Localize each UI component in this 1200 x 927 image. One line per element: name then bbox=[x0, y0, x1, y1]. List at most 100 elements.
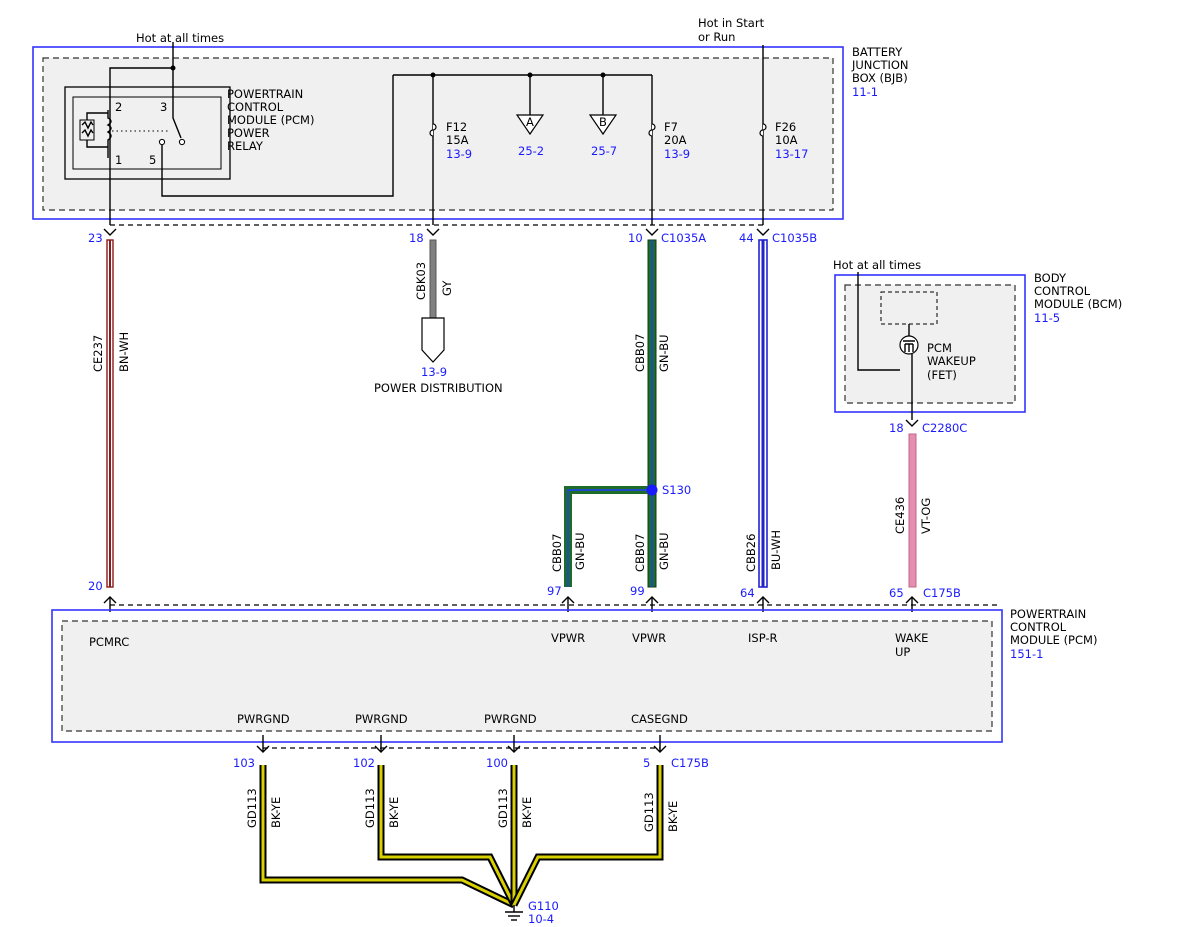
gd113-color-1: BK-YE bbox=[269, 797, 283, 828]
ground-icon bbox=[505, 905, 523, 921]
relay-pin-1: 1 bbox=[115, 153, 122, 167]
hot-in-start-line2: or Run bbox=[698, 30, 735, 44]
gd113-conn: C175B bbox=[671, 756, 709, 770]
pcm-ref[interactable]: 151-1 bbox=[1010, 647, 1043, 661]
bjb-title-line3: BOX (BJB) bbox=[852, 71, 908, 85]
bcm-hot-at-all-times: Hot at all times bbox=[833, 258, 921, 272]
cbb07-a-circuit: CBB07 bbox=[550, 534, 564, 572]
ce237-pin-bottom: 20 bbox=[88, 579, 103, 593]
fuse-f12-ref[interactable]: 13-9 bbox=[446, 147, 472, 161]
bjb-pin-arrows bbox=[103, 228, 770, 236]
fuse-f12: F12 15A 13-9 bbox=[429, 120, 472, 161]
cbk03-pin-top: 18 bbox=[409, 231, 424, 245]
pcm-pin-up: UP bbox=[895, 645, 910, 659]
wire-gd113[interactable] bbox=[259, 765, 664, 909]
wire-cbb26[interactable] bbox=[758, 239, 768, 588]
battery-junction-box: BATTERY JUNCTION BOX (BJB) 11-1 bbox=[32, 45, 909, 220]
gd113-pin-102: 102 bbox=[353, 756, 375, 770]
relay-label-line5: RELAY bbox=[227, 139, 264, 153]
fuse-f26-ref[interactable]: 13-17 bbox=[775, 147, 808, 161]
wire-ce436[interactable] bbox=[908, 433, 917, 588]
pcm-pin-wake: WAKE bbox=[895, 631, 928, 645]
bcm-ref[interactable]: 11-5 bbox=[1034, 311, 1060, 325]
relay-label-line4: POWER bbox=[227, 126, 270, 140]
fuse-f7-rating: 20A bbox=[664, 133, 687, 147]
power-distribution-label: POWER DISTRIBUTION bbox=[374, 381, 503, 395]
cbb26-color: BU-WH bbox=[769, 530, 783, 570]
ground-label: G110 bbox=[528, 899, 559, 913]
splice-label: S130 bbox=[662, 483, 691, 497]
ce436-conn-top: C2280C bbox=[922, 421, 967, 435]
relay-label-line1: POWERTRAIN bbox=[227, 87, 303, 101]
ce436-circuit: CE436 bbox=[893, 497, 907, 534]
bjb-hot-at-all-times: Hot at all times bbox=[136, 31, 224, 45]
gd113-circuit-4: GD113 bbox=[642, 792, 656, 832]
powertrain-control-module: POWERTRAIN CONTROL MODULE (PCM) 151-1 bbox=[51, 607, 1097, 743]
power-distribution-arrow[interactable] bbox=[421, 317, 445, 363]
relay-label-line2: CONTROL bbox=[227, 100, 284, 114]
bcm-title-line1: BODY bbox=[1034, 271, 1067, 285]
cbb07-b-pin: 99 bbox=[630, 584, 645, 598]
cbb07-a-pin: 97 bbox=[547, 584, 562, 598]
pcm-pin-pwrgnd-3: PWRGND bbox=[484, 712, 537, 726]
cbb26-circuit: CBB26 bbox=[744, 534, 758, 572]
pcm-power-relay: POWERTRAIN CONTROL MODULE (PCM) POWER RE… bbox=[64, 68, 394, 197]
wire-cbk03[interactable] bbox=[429, 239, 437, 319]
splice-s130[interactable] bbox=[646, 484, 658, 496]
bjb-title-line1: BATTERY bbox=[852, 45, 903, 59]
pcm-pin-vpwr-1: VPWR bbox=[551, 631, 585, 645]
ce237-color: BN-WH bbox=[117, 332, 131, 372]
gd113-circuit-1: GD113 bbox=[245, 788, 259, 828]
cbb07-a-color: GN-BU bbox=[573, 532, 587, 570]
fuse-f7-ref[interactable]: 13-9 bbox=[664, 147, 690, 161]
pcm-pin-pwrgnd-1: PWRGND bbox=[237, 712, 290, 726]
gd113-pin-100: 100 bbox=[486, 756, 508, 770]
cbb07-conn-top: C1035A bbox=[661, 231, 706, 245]
wire-ce237[interactable] bbox=[106, 239, 114, 588]
fuse-f7: F7 20A 13-9 bbox=[648, 120, 690, 161]
ce237-circuit: CE237 bbox=[91, 335, 105, 372]
relay-pin-3: 3 bbox=[160, 100, 167, 114]
pcm-title-line3: MODULE (PCM) bbox=[1010, 633, 1097, 647]
fet-label-line1: PCM bbox=[927, 341, 952, 355]
bjb-ref[interactable]: 11-1 bbox=[852, 85, 878, 99]
connector-b-ref[interactable]: 25-7 bbox=[591, 144, 617, 158]
bjb-title-line2: JUNCTION bbox=[851, 58, 909, 72]
gd113-pin-5: 5 bbox=[643, 756, 650, 770]
hot-in-start-line1: Hot in Start bbox=[698, 16, 765, 30]
wire-cbb07[interactable] bbox=[564, 239, 657, 588]
pcm-ground-pin-arrows bbox=[256, 735, 667, 753]
pcm-title-line2: CONTROL bbox=[1010, 620, 1067, 634]
gd113-color-3: BK-YE bbox=[520, 797, 534, 828]
fuse-f7-name: F7 bbox=[664, 120, 678, 134]
gd113-circuit-3: GD113 bbox=[496, 788, 510, 828]
pcm-pin-casegnd: CASEGND bbox=[631, 712, 688, 726]
fuse-f26-rating: 10A bbox=[775, 133, 798, 147]
gd113-pin-103: 103 bbox=[233, 756, 255, 770]
body-control-module: BODY CONTROL MODULE (BCM) 11-5 bbox=[834, 271, 1122, 413]
fet-label-line2: WAKEUP bbox=[927, 354, 976, 368]
connector-b-symbol: B 25-7 bbox=[588, 114, 618, 158]
cbb26-conn-top: C1035B bbox=[772, 231, 817, 245]
connector-a-ref[interactable]: 25-2 bbox=[518, 144, 544, 158]
fet-label-line3: (FET) bbox=[927, 368, 957, 382]
cbb26-pin-bottom: 64 bbox=[740, 586, 755, 600]
pcm-pin-pwrgnd-2: PWRGND bbox=[355, 712, 408, 726]
connector-a-symbol: A 25-2 bbox=[515, 114, 545, 158]
ce237-pin-top: 23 bbox=[88, 231, 103, 245]
relay-pin-5: 5 bbox=[149, 153, 156, 167]
pcm-pin-isp-r: ISP-R bbox=[748, 631, 778, 645]
cbb07-b-circuit: CBB07 bbox=[633, 534, 647, 572]
ce436-pin-bottom: 65 bbox=[889, 586, 904, 600]
power-distribution-ref[interactable]: 13-9 bbox=[421, 365, 447, 379]
ground-ref[interactable]: 10-4 bbox=[528, 912, 554, 926]
gd113-circuit-2: GD113 bbox=[363, 788, 377, 828]
cbb26-pin-top: 44 bbox=[739, 231, 754, 245]
bcm-title-line3: MODULE (BCM) bbox=[1034, 297, 1122, 311]
fuse-f26-name: F26 bbox=[775, 120, 796, 134]
fuse-f26: F26 10A 13-17 bbox=[759, 120, 808, 161]
cbb07-circuit: CBB07 bbox=[633, 334, 647, 372]
ce436-pin-top: 18 bbox=[889, 421, 904, 435]
pcm-pin-vpwr-2: VPWR bbox=[632, 631, 666, 645]
